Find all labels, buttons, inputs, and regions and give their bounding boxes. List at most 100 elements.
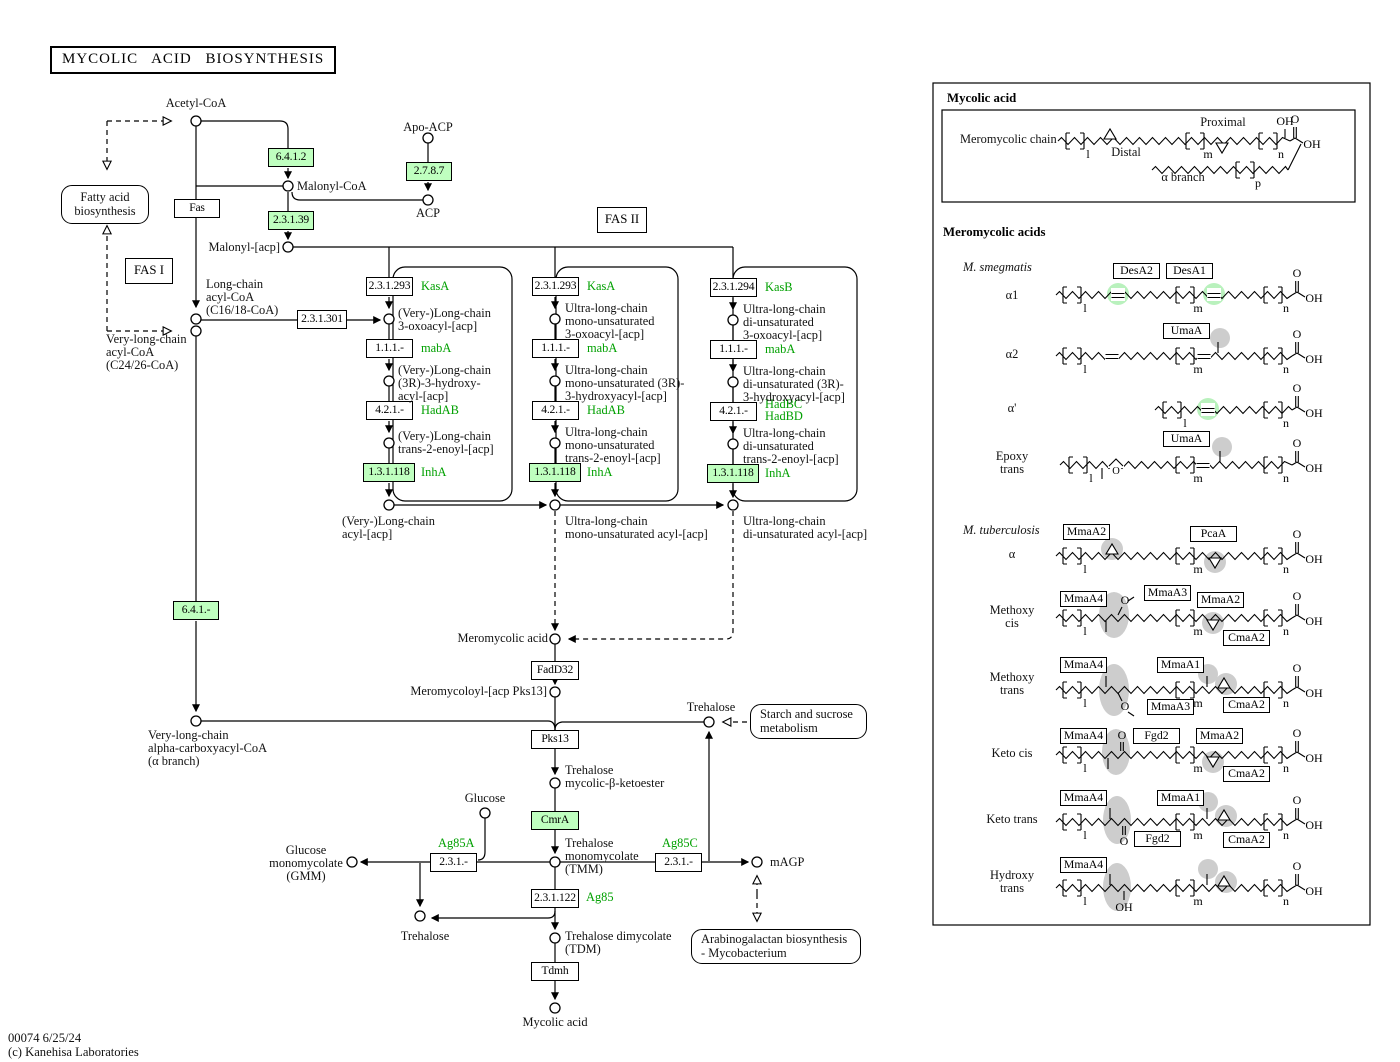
enzyme-box-131118-c1[interactable]: 1.3.1.118	[363, 463, 415, 482]
gene-label-ag85[interactable]: Ag85	[586, 890, 614, 904]
enzyme-box-mmaa1-ktrans[interactable]: MmaA1	[1157, 790, 1204, 806]
compound-node[interactable]	[383, 437, 395, 449]
compound-label-c3-out[interactable]: Ultra-long-chain di-unsaturated acyl-[ac…	[743, 514, 868, 541]
enzyme-box-cmaa2-ktrans[interactable]: CmaA2	[1223, 832, 1270, 848]
enzyme-box-mmaa2-kcis[interactable]: MmaA2	[1196, 728, 1243, 744]
compound-label-malonyl-coa[interactable]: Malonyl-CoA	[297, 179, 367, 193]
enzyme-box-111-c2[interactable]: 1.1.1.-	[532, 339, 579, 358]
enzyme-box-cmaa2-mtrans[interactable]: CmaA2	[1223, 697, 1270, 713]
enzyme-box-131118-c3[interactable]: 1.3.1.118	[707, 464, 759, 483]
compound-label-very-long-chain-acyl-coa[interactable]: Very-long-chain acyl-CoA (C24/26-CoA)	[106, 332, 187, 372]
gene-label-maba-c3[interactable]: mabA	[765, 342, 796, 356]
enzyme-box-111-c1[interactable]: 1.1.1.-	[366, 339, 413, 358]
enzyme-box-421-c3[interactable]: 4.2.1.-	[710, 402, 757, 421]
enzyme-box-pcaa[interactable]: PcaA	[1190, 526, 1237, 542]
compound-label-gmm[interactable]: Glucose monomycolate (GMM)	[269, 843, 343, 883]
gene-label-inha-c1[interactable]: InhA	[421, 465, 447, 479]
compound-node[interactable]	[383, 313, 395, 325]
compound-label-mycolic-acid[interactable]: Mycolic acid	[522, 1015, 588, 1029]
enzyme-box-cmaa2-mcis[interactable]: CmaA2	[1223, 630, 1270, 646]
compound-node[interactable]	[549, 932, 561, 944]
compound-label-trehalose-bottom[interactable]: Trehalose	[400, 929, 450, 943]
compound-label-magp[interactable]: mAGP	[770, 855, 805, 869]
compound-node[interactable]	[751, 856, 763, 868]
compound-node[interactable]	[549, 777, 561, 789]
enzyme-box-23139[interactable]: 2.3.1.39	[268, 211, 314, 230]
compound-node[interactable]	[422, 194, 434, 206]
compound-label-beta-ketoester[interactable]: Trehalose mycolic-β-ketoester	[565, 763, 665, 790]
enzyme-box-mmaa2-mcis[interactable]: MmaA2	[1197, 592, 1244, 608]
gene-label-maba-c2[interactable]: mabA	[587, 341, 618, 355]
compound-label-c1-oxo[interactable]: (Very-)Long-chain 3-oxoacyl-[acp]	[398, 306, 491, 333]
compound-label-c2-oxo[interactable]: Ultra-long-chain mono-unsaturated 3-oxoa…	[565, 301, 655, 341]
compound-node[interactable]	[727, 314, 739, 326]
enzyme-box-231122[interactable]: 2.3.1.122	[531, 889, 579, 908]
compound-node[interactable]	[703, 716, 715, 728]
gene-label-inha-c2[interactable]: InhA	[587, 465, 613, 479]
pathway-link-arabinogalactan[interactable]: Arabinogalactan biosynthesis - Mycobacte…	[691, 929, 861, 964]
compound-node[interactable]	[190, 313, 202, 325]
pathway-link-fatty-acid-biosynthesis[interactable]: Fatty acid biosynthesis	[61, 185, 149, 224]
compound-node[interactable]	[727, 499, 739, 511]
compound-label-acp[interactable]: ACP	[415, 206, 441, 220]
enzyme-box-231293-c1[interactable]: 2.3.1.293	[366, 277, 413, 296]
gene-label-hadbd[interactable]: HadBD	[765, 409, 803, 423]
gene-label-hadbc[interactable]: HadBC	[765, 397, 803, 411]
compound-label-c2-hydroxy[interactable]: Ultra-long-chain mono-unsaturated (3R)- …	[565, 363, 685, 403]
compound-node[interactable]	[282, 241, 294, 253]
enzyme-box-231-ag85a[interactable]: 2.3.1.-	[430, 853, 477, 872]
compound-label-tdm[interactable]: Trehalose dimycolate (TDM)	[565, 929, 672, 956]
enzyme-box-231-ag85c[interactable]: 2.3.1.-	[655, 853, 702, 872]
gene-label-hadab-c1[interactable]: HadAB	[421, 403, 459, 417]
compound-node[interactable]	[383, 499, 395, 511]
compound-label-c2-out[interactable]: Ultra-long-chain mono-unsaturated acyl-[…	[565, 514, 708, 541]
compound-node[interactable]	[190, 115, 202, 127]
compound-node[interactable]	[190, 325, 202, 337]
compound-label-c1-hydroxy[interactable]: (Very-)Long-chain (3R)-3-hydroxy- acyl-[…	[398, 363, 491, 403]
gene-label-kasb-c3[interactable]: KasB	[765, 280, 793, 294]
compound-node[interactable]	[727, 438, 739, 450]
compound-label-tmm[interactable]: Trehalose monomycolate (TMM)	[565, 836, 639, 876]
compound-node[interactable]	[282, 180, 294, 192]
enzyme-box-mmaa3-mcis[interactable]: MmaA3	[1144, 585, 1191, 601]
enzyme-box-641[interactable]: 6.4.1.-	[173, 601, 219, 620]
compound-node[interactable]	[549, 1002, 561, 1014]
enzyme-box-mmaa4-ktrans[interactable]: MmaA4	[1060, 790, 1107, 806]
compound-label-malonyl-acp[interactable]: Malonyl-[acp]	[208, 240, 280, 254]
enzyme-box-mmaa4-kcis[interactable]: MmaA4	[1060, 728, 1107, 744]
gene-label-kasa-c1[interactable]: KasA	[421, 279, 450, 293]
enzyme-box-231294-c3[interactable]: 2.3.1.294	[710, 278, 757, 297]
compound-node[interactable]	[727, 376, 739, 388]
enzyme-box-131118-c2[interactable]: 1.3.1.118	[529, 463, 581, 482]
enzyme-box-mmaa2-alpha[interactable]: MmaA2	[1063, 524, 1110, 540]
compound-label-glucose[interactable]: Glucose	[464, 791, 506, 805]
enzyme-box-mmaa3-mtrans[interactable]: MmaA3	[1147, 699, 1194, 715]
enzyme-box-2787[interactable]: 2.7.8.7	[406, 162, 452, 181]
enzyme-box-421-c2[interactable]: 4.2.1.-	[532, 401, 579, 420]
enzyme-box-umaa-epoxy[interactable]: UmaA	[1163, 431, 1210, 447]
compound-label-long-chain-acyl-coa[interactable]: Long-chain acyl-CoA (C16/18-CoA)	[206, 277, 279, 317]
enzyme-box-tdmh[interactable]: Tdmh	[531, 962, 579, 981]
compound-node[interactable]	[549, 437, 561, 449]
enzyme-box-fgd2-kcis[interactable]: Fgd2	[1133, 728, 1180, 744]
enzyme-box-421-c1[interactable]: 4.2.1.-	[366, 401, 413, 420]
compound-label-c1-enoyl[interactable]: (Very-)Long-chain trans-2-enoyl-[acp]	[398, 429, 494, 456]
compound-label-c3-hydroxy[interactable]: Ultra-long-chain di-unsaturated (3R)- 3-…	[743, 364, 845, 404]
compound-label-c3-enoyl[interactable]: Ultra-long-chain di-unsaturated trans-2-…	[743, 426, 839, 466]
enzyme-box-231293-c2[interactable]: 2.3.1.293	[532, 277, 579, 296]
enzyme-box-cmra[interactable]: CmrA	[531, 811, 579, 830]
compound-node[interactable]	[549, 633, 561, 645]
compound-label-c3-oxo[interactable]: Ultra-long-chain di-unsaturated 3-oxoacy…	[743, 302, 826, 342]
gene-label-ag85a[interactable]: Ag85A	[438, 836, 475, 850]
enzyme-box-cmaa2-kcis[interactable]: CmaA2	[1223, 766, 1270, 782]
gene-label-maba-c1[interactable]: mabA	[421, 341, 452, 355]
compound-label-c2-enoyl[interactable]: Ultra-long-chain mono-unsaturated trans-…	[565, 425, 661, 465]
compound-node[interactable]	[549, 856, 561, 868]
enzyme-box-desa2[interactable]: DesA2	[1113, 263, 1160, 279]
enzyme-box-desa1[interactable]: DesA1	[1166, 263, 1213, 279]
gene-label-hadab-c2[interactable]: HadAB	[587, 403, 625, 417]
enzyme-box-mmaa4-hydroxy[interactable]: MmaA4	[1060, 857, 1107, 873]
compound-node[interactable]	[479, 807, 491, 819]
compound-node[interactable]	[346, 856, 358, 868]
enzyme-box-fadd32[interactable]: FadD32	[531, 661, 579, 680]
